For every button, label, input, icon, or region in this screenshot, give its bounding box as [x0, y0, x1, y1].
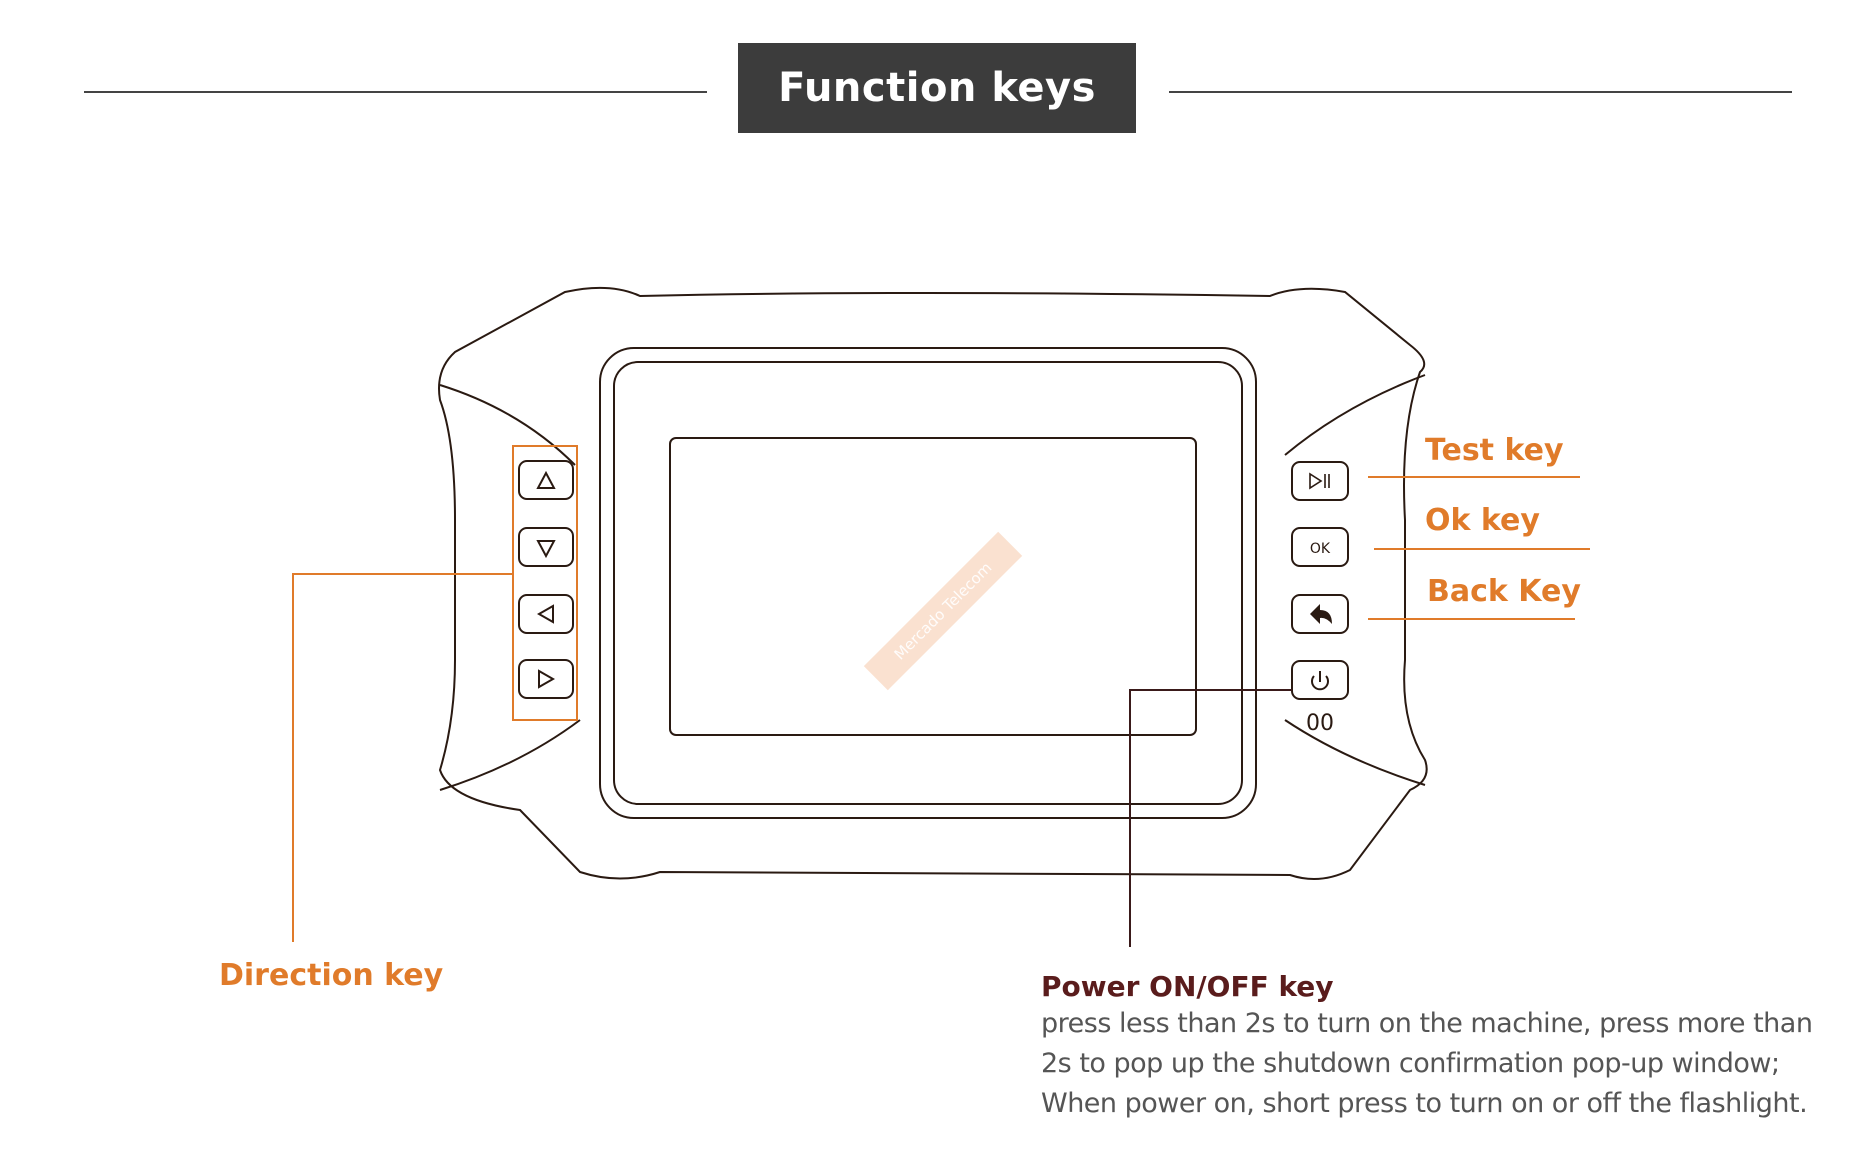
direction-key-frame — [512, 445, 578, 721]
left-arrow-key[interactable] — [518, 594, 574, 634]
up-arrow-key[interactable] — [518, 460, 574, 500]
right-arrow-icon — [538, 669, 556, 689]
left-arrow-icon — [536, 604, 554, 624]
up-arrow-icon — [536, 470, 556, 489]
ok-key[interactable]: OK — [1291, 527, 1349, 567]
port-label: 00 — [1306, 711, 1334, 736]
test-key[interactable] — [1291, 461, 1349, 501]
page-title: Function keys — [738, 43, 1136, 133]
right-arrow-key[interactable] — [518, 659, 574, 699]
left-grip-upper — [439, 384, 576, 466]
play-pause-icon — [1309, 472, 1330, 490]
screen-bezel-inner — [613, 361, 1243, 805]
back-key[interactable] — [1291, 594, 1349, 634]
device-body — [438, 286, 1428, 880]
direction-key-callout-line — [292, 573, 513, 942]
power-key[interactable] — [1291, 660, 1349, 700]
power-key-description-line: press less than 2s to turn on the machin… — [1041, 1008, 1813, 1039]
ok-key-text: OK — [1310, 541, 1331, 557]
left-grip-lower — [439, 719, 581, 791]
power-key-callout-line — [1129, 689, 1292, 947]
screen-bezel-outer — [599, 347, 1257, 819]
power-icon — [1311, 671, 1329, 691]
test-key-label: Test key — [1425, 433, 1564, 468]
power-key-description-line: 2s to pop up the shutdown confirmation p… — [1041, 1048, 1780, 1079]
right-grip-lower — [1284, 719, 1426, 786]
right-grip-upper — [1284, 374, 1426, 456]
power-key-description-line: When power on, short press to turn on or… — [1041, 1088, 1808, 1119]
down-arrow-key[interactable] — [518, 527, 574, 567]
header-rule-right — [1169, 91, 1792, 93]
back-key-label: Back Key — [1427, 574, 1581, 609]
down-arrow-icon — [536, 540, 556, 559]
display-screen — [669, 437, 1197, 736]
header-rule-left — [84, 91, 707, 93]
power-key-title: Power ON/OFF key — [1041, 970, 1334, 1003]
direction-key-label: Direction key — [219, 958, 444, 993]
ok-key-label: Ok key — [1425, 503, 1540, 538]
back-arrow-icon — [1310, 604, 1332, 624]
